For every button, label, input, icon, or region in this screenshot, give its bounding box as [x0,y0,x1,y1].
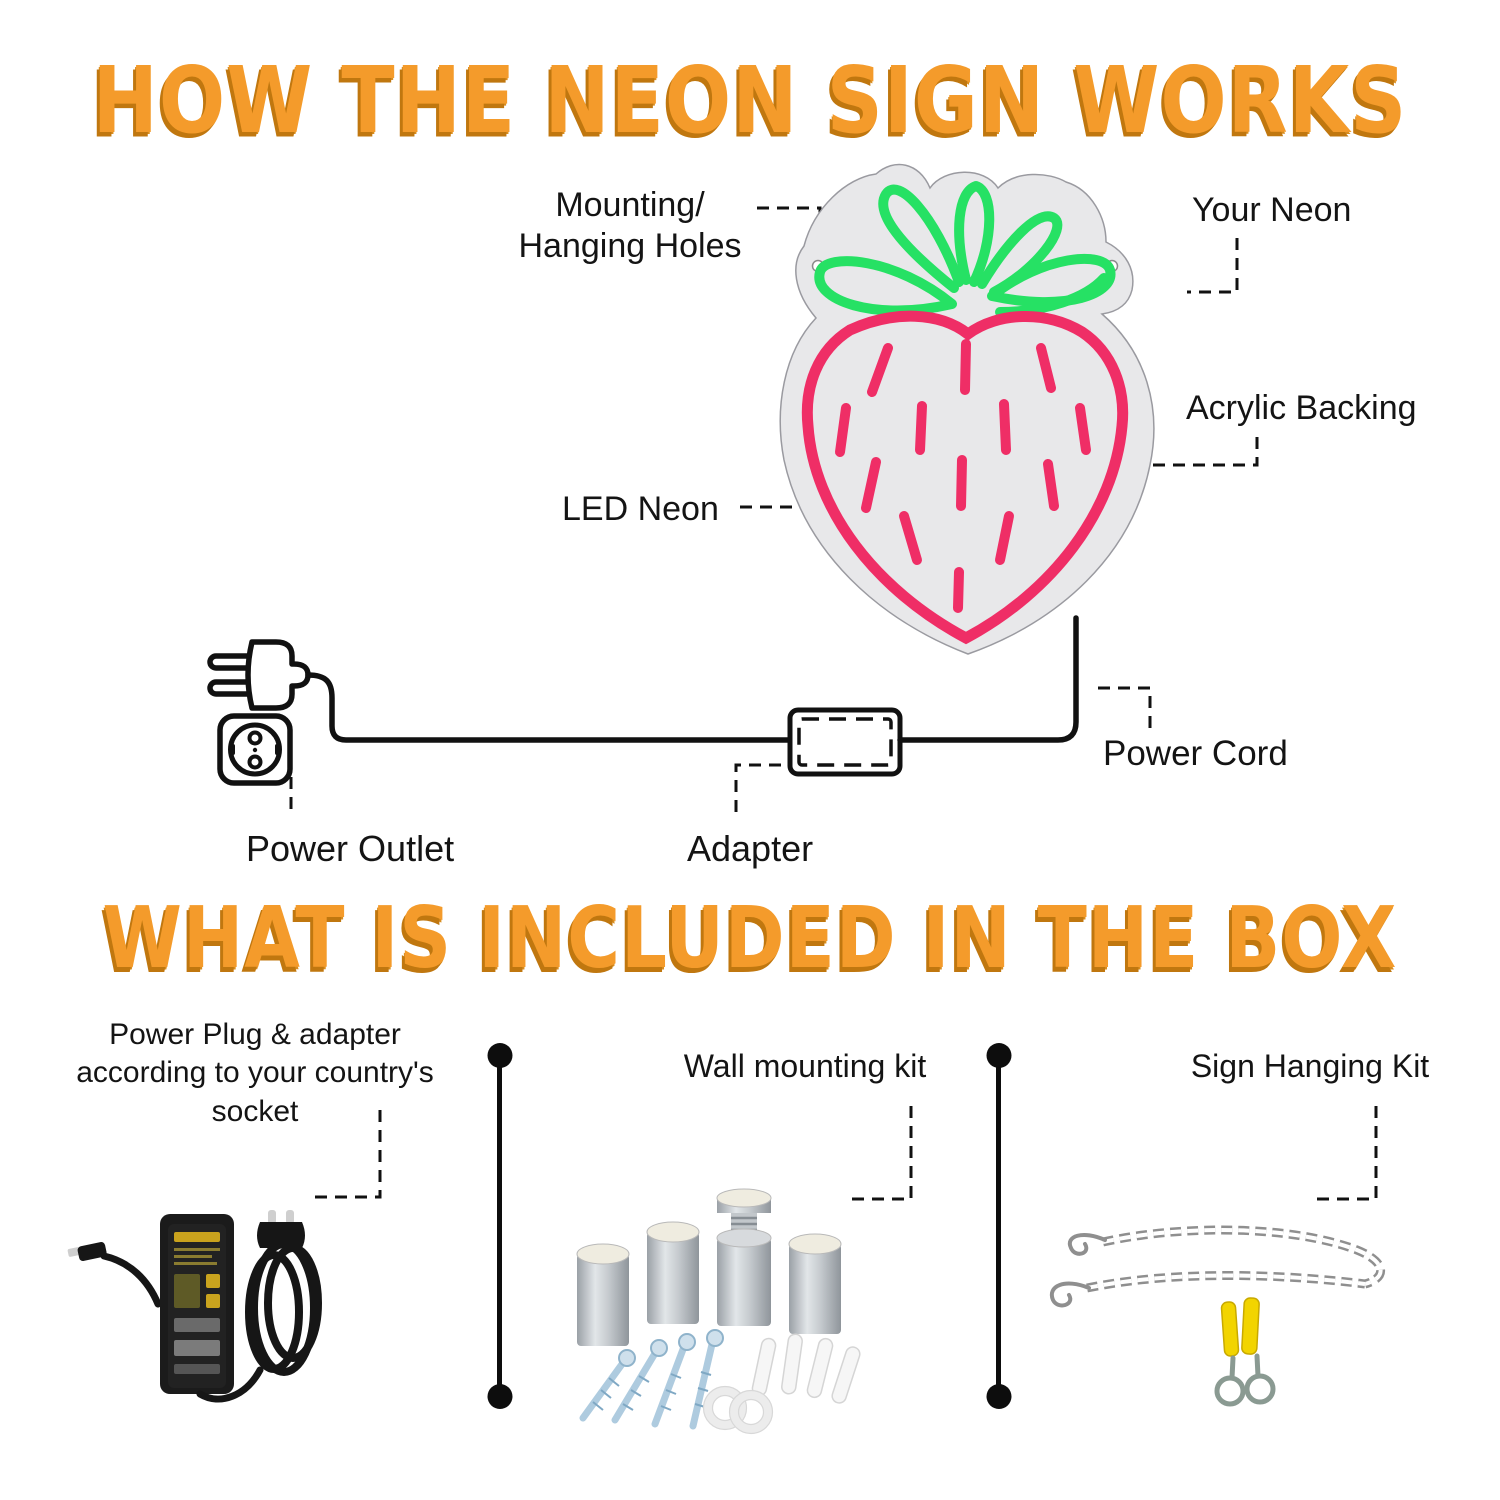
label-mounting-holes: Mounting/ Hanging Holes [518,186,742,266]
adapter-box-icon [787,707,903,777]
leader-acrylic-backing [1152,437,1259,467]
leader-adapter [734,763,781,816]
leader-your-neon [1187,238,1239,294]
column-divider-right [996,1056,1001,1396]
label-power-cord: Power Cord [1103,734,1288,773]
strawberry-neon-sign-illustration [779,163,1155,655]
leader-mount-kit-photo [846,1106,913,1201]
leader-mounting-holes [757,206,822,260]
sign-hanging-kit-photo [1049,1225,1386,1407]
caption-wall-mounting-kit: Wall mounting kit [683,1048,927,1084]
screws [579,1329,724,1430]
caption-power-plug-adapter: Power Plug & adapter according to your c… [76,1018,434,1128]
leaf-neon-tubes [814,181,1116,317]
berry-seed-dashes [835,339,1091,613]
s-hooks [1049,1232,1107,1308]
column-divider-left [497,1056,502,1396]
caption-sign-hanging-kit: Sign Hanging Kit [1190,1048,1430,1084]
acrylic-backing-shape [779,163,1155,655]
power-adapter-photo [67,1210,322,1403]
leader-plug-photo [315,1110,382,1199]
power-outlet-icon [217,713,293,786]
label-adapter: Adapter [687,828,814,869]
hanging-chain [1086,1225,1386,1293]
label-power-outlet: Power Outlet [246,828,455,869]
washers [702,1385,774,1435]
section-title-how-it-works: HOW THE NEON SIGN WORKS [92,48,1408,155]
power-cord-left [305,672,793,743]
wall-anchors [751,1333,861,1404]
berry-neon-outline [801,310,1129,645]
leader-power-cord [1098,686,1152,728]
yellow-anchors [1220,1297,1260,1357]
wall-mounting-kit-photo [576,1188,861,1435]
leader-hang-kit-photo [1311,1106,1378,1201]
power-plug-icon [207,639,311,711]
label-acrylic-backing: Acrylic Backing [1186,389,1417,427]
eye-screws [1214,1353,1276,1407]
section-title-whats-in-box: WHAT IS INCLUDED IN THE BOX [102,888,1398,988]
power-cord-right [897,615,1079,743]
label-led-neon: LED Neon [562,490,719,528]
power-circuit-diagram [207,615,1079,786]
label-your-neon: Your Neon [1192,191,1352,229]
